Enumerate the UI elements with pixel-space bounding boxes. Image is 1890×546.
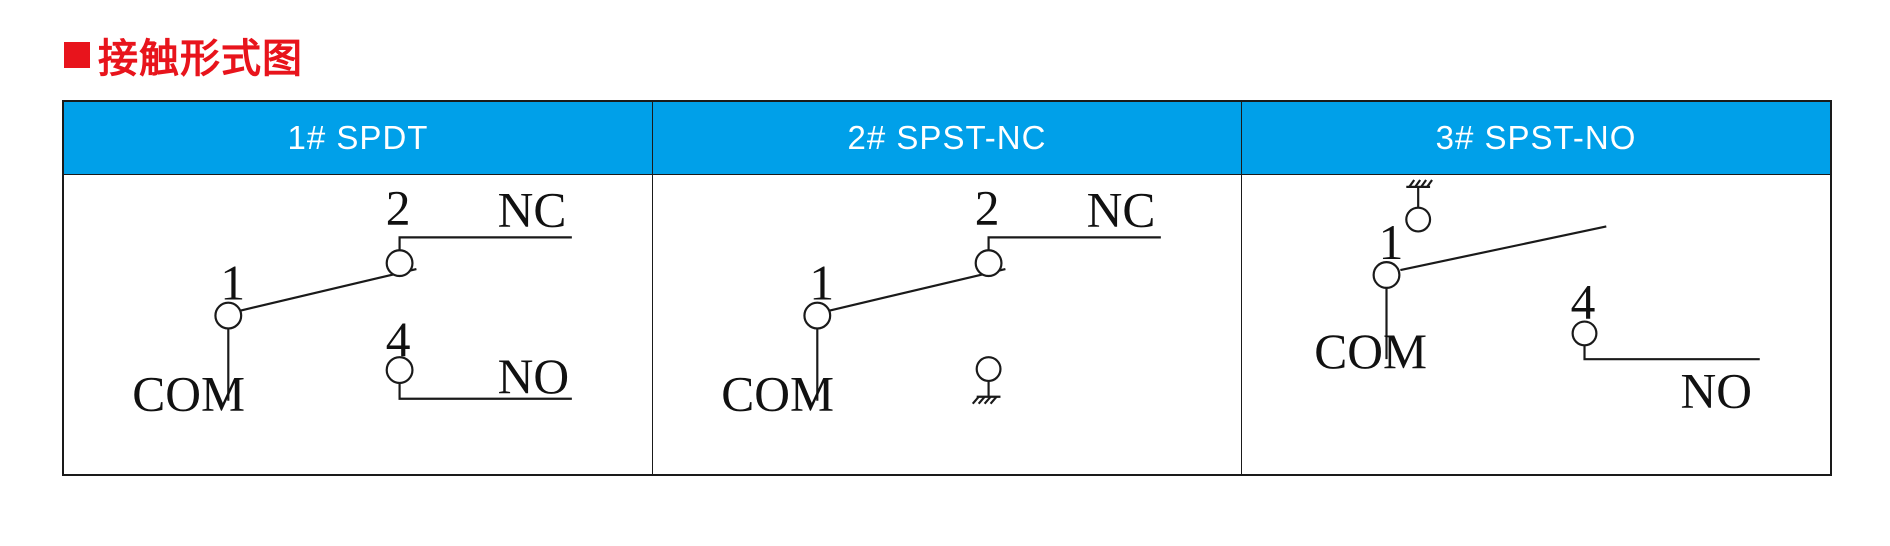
pin1-contact-circle <box>214 301 243 330</box>
com-label: COM <box>132 367 245 422</box>
pin2-contact-circle <box>385 249 414 278</box>
com-label: COM <box>1314 324 1427 379</box>
column-spst-nc: 2# SPST-NC 1 2 <box>653 102 1242 474</box>
ground-hatch-3 <box>1420 179 1427 188</box>
pin4-label: 4 <box>1571 275 1596 330</box>
spst-nc-schematic: 1 2 COM NC <box>721 181 1161 422</box>
diagram-spst-no: 1 4 COM NO <box>1242 175 1830 474</box>
pin2-label: 2 <box>386 181 411 236</box>
ground-hatch-4 <box>989 396 998 405</box>
column-header-spdt: 1# SPDT <box>64 102 652 175</box>
no-label: NO <box>1681 364 1753 419</box>
ground-hatch-3 <box>983 396 992 405</box>
no-label: NO <box>498 349 570 404</box>
nc-label: NC <box>1087 182 1156 237</box>
pin1-label: 1 <box>1379 215 1404 270</box>
switch-arm-line <box>828 267 1006 312</box>
ground-hatch-2 <box>977 396 986 405</box>
nc-label: NC <box>498 182 567 237</box>
nc-lead-line <box>987 236 1161 251</box>
pin1-label: 1 <box>809 256 834 311</box>
ground-hatch-4 <box>1426 179 1433 188</box>
com-label: COM <box>721 367 834 422</box>
ground-hatch-1 <box>1408 179 1416 188</box>
contact-form-table: 1# SPDT 1 2 4 COM NC NO <box>62 100 1832 476</box>
diagram-spdt: 1 2 4 COM NC NO <box>64 175 652 474</box>
column-spst-no: 3# SPST-NO 1 4 <box>1242 102 1830 474</box>
pin4-label: 4 <box>386 312 411 367</box>
pin2-contact-circle <box>974 249 1003 278</box>
switch-arm-line <box>239 267 417 312</box>
no-lead-line <box>398 382 572 400</box>
nc-lead-line <box>398 236 572 251</box>
spdt-schematic: 1 2 4 COM NC NO <box>132 181 572 422</box>
ground-hatch-2 <box>1414 179 1422 188</box>
no-lead-line <box>1583 345 1760 361</box>
section-title: 接触形式图 <box>64 30 303 82</box>
ground-hatch-1 <box>971 396 980 405</box>
unused-contact-circle <box>975 356 1002 383</box>
pin2-label: 2 <box>975 181 1000 236</box>
pin1-contact-circle <box>803 301 832 330</box>
column-header-spst-no: 3# SPST-NO <box>1242 102 1830 175</box>
spst-no-schematic: 1 4 COM NO <box>1314 179 1760 419</box>
switch-arm-line <box>1400 225 1607 272</box>
pin4-contact-circle <box>1571 320 1598 347</box>
title-square-icon <box>64 42 90 68</box>
unused-contact-circle <box>1405 206 1432 233</box>
diagram-spst-nc: 1 2 COM NC <box>653 175 1241 474</box>
pin1-label: 1 <box>220 256 245 311</box>
title-text: 接触形式图 <box>98 36 303 82</box>
column-header-spst-nc: 2# SPST-NC <box>653 102 1241 175</box>
column-spdt: 1# SPDT 1 2 4 COM NC NO <box>64 102 653 474</box>
